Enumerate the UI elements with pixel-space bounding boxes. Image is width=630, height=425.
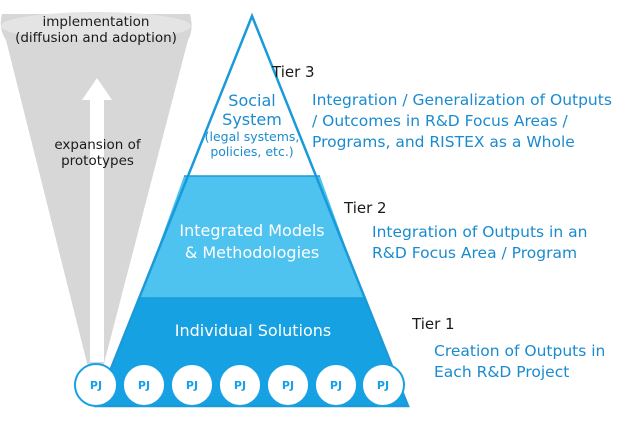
- implementation-label-line1: implementation: [42, 14, 150, 30]
- project-circle-4: [218, 363, 262, 407]
- project-label: PJ: [234, 379, 246, 392]
- expansion-label-line1: expansion of: [54, 137, 141, 153]
- funnel-rim: [1, 12, 191, 40]
- pyramid-outline: [94, 12, 410, 408]
- tier1-label: Tier 1: [412, 315, 455, 333]
- tier1-description: Creation of Outputs in Each R&D Project: [434, 341, 628, 383]
- expansion-label-line2: prototypes: [61, 152, 134, 169]
- implementation-label: implementation (diffusion and adoption): [0, 14, 192, 47]
- tier3-label: Tier 3: [272, 63, 315, 81]
- tier2-desc-line1: Integration of Outputs in an: [372, 223, 588, 241]
- tier2-desc-line2: R&D Focus Area / Program: [372, 243, 578, 262]
- social-system-label: Social System (legal systems, policies, …: [182, 91, 322, 159]
- project-label: PJ: [138, 379, 150, 392]
- integrated-models-line1: Integrated Models: [179, 221, 325, 240]
- project-circle-2: [122, 363, 166, 407]
- project-circles: [74, 363, 405, 407]
- project-circle-7: [361, 363, 405, 407]
- tier3-section: [184, 16, 320, 176]
- expansion-label: expansion of prototypes: [40, 137, 155, 170]
- implementation-label-line2: (diffusion and adoption): [15, 29, 177, 46]
- project-circle-3: [170, 363, 214, 407]
- integrated-models-label: Integrated Models & Methodologies: [142, 220, 362, 265]
- social-system-line1: Social: [228, 91, 276, 110]
- arrow-head: [82, 78, 112, 100]
- individual-solutions-label: Individual Solutions: [120, 321, 386, 341]
- project-label: PJ: [330, 379, 342, 392]
- tier2-label: Tier 2: [344, 199, 387, 217]
- tier2-section: [140, 176, 364, 298]
- tier1-desc-line1: Creation of Outputs in: [434, 342, 606, 360]
- integrated-models-line2: & Methodologies: [184, 243, 320, 263]
- tier3-description: Integration / Generalization of Outputs …: [312, 90, 630, 153]
- tier3-desc-line3: Programs, and RISTEX as a Whole: [312, 132, 575, 151]
- tier1-desc-line2: Each R&D Project: [434, 362, 570, 381]
- project-circle-1: [74, 363, 118, 407]
- project-circle-6: [314, 363, 358, 407]
- project-label: PJ: [377, 379, 389, 392]
- project-label: PJ: [282, 379, 294, 392]
- individual-solutions-line1: Individual Solutions: [174, 321, 332, 340]
- tier2-description: Integration of Outputs in an R&D Focus A…: [372, 222, 628, 264]
- arrow-shaft: [90, 100, 104, 362]
- project-circle-5: [266, 363, 310, 407]
- project-label: PJ: [186, 379, 198, 392]
- tier3-desc-line2: / Outcomes in R&D Focus Areas /: [312, 111, 568, 130]
- social-system-line4: policies, etc.): [210, 143, 294, 159]
- social-system-line3: (legal systems,: [204, 128, 300, 144]
- project-label: PJ: [90, 379, 102, 392]
- social-system-line2: System: [222, 109, 282, 129]
- tier3-desc-line1: Integration / Generalization of Outputs: [312, 91, 612, 109]
